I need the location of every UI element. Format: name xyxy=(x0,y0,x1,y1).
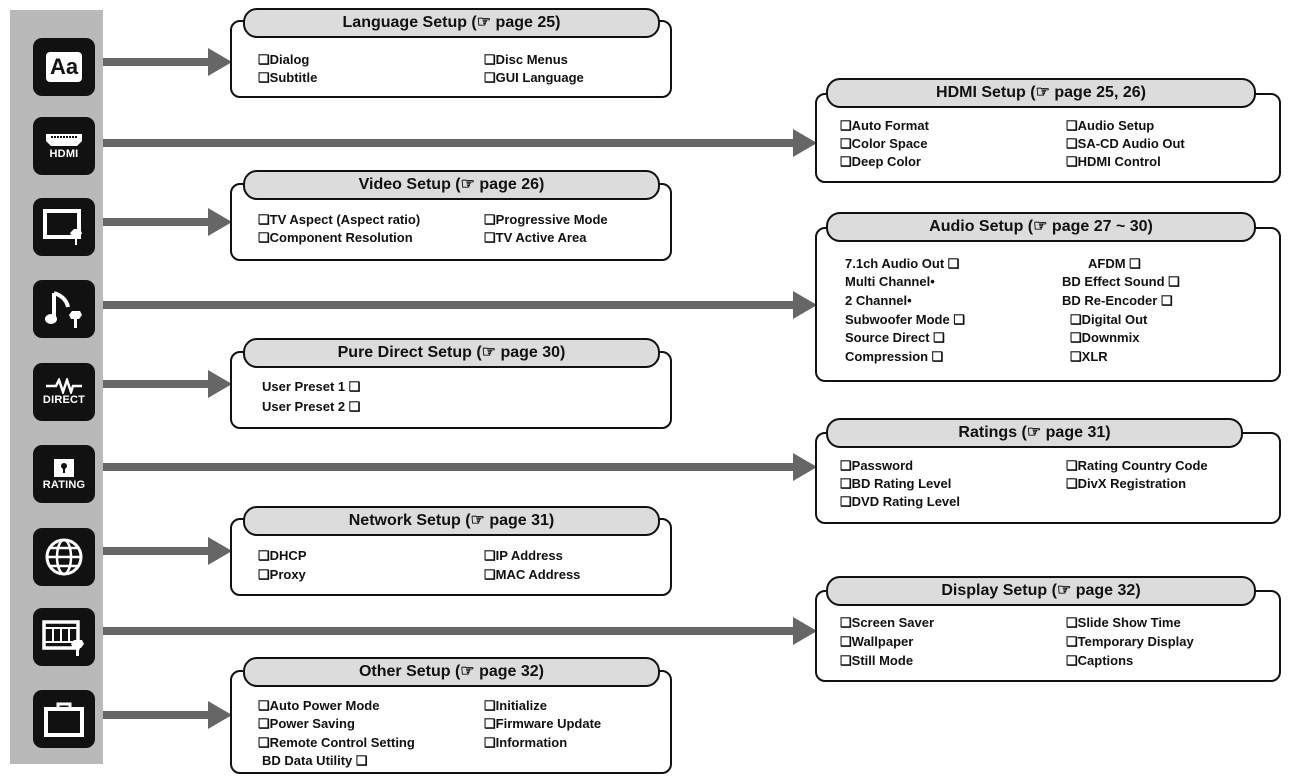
menu-item-divx-registration[interactable]: ❑DivX Registration xyxy=(1066,476,1187,491)
menu-item-bd-rating-level[interactable]: ❑BD Rating Level xyxy=(840,476,952,491)
menu-item-bd-re-encoder[interactable]: BD Re-Encoder ❑ xyxy=(1062,293,1173,308)
menu-item-power-saving[interactable]: ❑Power Saving xyxy=(258,716,355,731)
menu-item-wallpaper[interactable]: ❑Wallpaper xyxy=(840,634,914,649)
menu-item-downmix[interactable]: ❑Downmix xyxy=(1070,330,1140,345)
menu-item-source-direct[interactable]: Source Direct ❑ xyxy=(845,330,945,345)
briefcase-shape xyxy=(44,702,84,737)
network-icon[interactable] xyxy=(33,528,95,586)
menu-item-temporary-display[interactable]: ❑Temporary Display xyxy=(1066,634,1194,649)
menu-item-multi-channel[interactable]: Multi Channel• xyxy=(845,274,935,289)
language-icon[interactable]: Aa xyxy=(33,38,95,96)
menu-item-mac-address[interactable]: ❑MAC Address xyxy=(484,567,581,582)
menu-item-still-mode[interactable]: ❑Still Mode xyxy=(840,653,914,668)
menu-item-dialog[interactable]: ❑Dialog xyxy=(258,52,310,67)
other-icon[interactable] xyxy=(33,690,95,748)
menu-item-auto-power-mode[interactable]: ❑Auto Power Mode xyxy=(258,698,380,713)
lock-shape xyxy=(54,459,74,477)
hdmi-setup-panel xyxy=(815,93,1281,183)
menu-item-afdm[interactable]: AFDM ❑ xyxy=(1088,256,1141,271)
menu-item-dvd-rating-level[interactable]: ❑DVD Rating Level xyxy=(840,494,961,509)
menu-item-2-channel[interactable]: 2 Channel• xyxy=(845,293,912,308)
language-setup-title: Language Setup (☞ page 25) xyxy=(243,8,660,38)
audio-icon[interactable] xyxy=(33,280,95,338)
ratings-title: Ratings (☞ page 31) xyxy=(826,418,1243,448)
menu-item-remote-control-setting[interactable]: ❑Remote Control Setting xyxy=(258,735,415,750)
other-setup-panel xyxy=(230,670,672,774)
setup-category-sidebar: Aa HDMI DIRECT RATING xyxy=(10,10,103,764)
menu-item-progressive-mode[interactable]: ❑Progressive Mode xyxy=(484,212,608,227)
menu-item-password[interactable]: ❑Password xyxy=(840,458,914,473)
menu-item-subtitle[interactable]: ❑Subtitle xyxy=(258,70,318,85)
display-setup-title: Display Setup (☞ page 32) xyxy=(826,576,1256,606)
network-setup-title: Network Setup (☞ page 31) xyxy=(243,506,660,536)
menu-item-digital-out[interactable]: ❑Digital Out xyxy=(1070,312,1148,327)
menu-item-initialize[interactable]: ❑Initialize xyxy=(484,698,547,713)
menu-item-disc-menus[interactable]: ❑Disc Menus xyxy=(484,52,568,67)
menu-item-user-preset-2[interactable]: User Preset 2 ❑ xyxy=(262,399,361,414)
menu-item-subwoofer-mode[interactable]: Subwoofer Mode ❑ xyxy=(845,312,965,327)
film-wrench-shape xyxy=(42,620,84,656)
audio-setup-panel xyxy=(815,227,1281,382)
menu-item-color-space[interactable]: ❑Color Space xyxy=(840,136,928,151)
audio-setup-title: Audio Setup (☞ page 27 ~ 30) xyxy=(826,212,1256,242)
hdmi-icon[interactable]: HDMI xyxy=(33,117,95,175)
pure-direct-icon[interactable]: DIRECT xyxy=(33,363,95,421)
other-setup-title: Other Setup (☞ page 32) xyxy=(243,657,660,687)
monitor-wrench-shape xyxy=(43,209,82,245)
menu-item-information[interactable]: ❑Information xyxy=(484,735,568,750)
menu-item-71ch-audio-out[interactable]: 7.1ch Audio Out ❑ xyxy=(845,256,960,271)
video-setup-title: Video Setup (☞ page 26) xyxy=(243,170,660,200)
menu-item-gui-language[interactable]: ❑GUI Language xyxy=(484,70,584,85)
menu-item-screen-saver[interactable]: ❑Screen Saver xyxy=(840,615,935,630)
waveform-shape xyxy=(46,378,82,394)
menu-item-slide-show-time[interactable]: ❑Slide Show Time xyxy=(1066,615,1181,630)
menu-item-sacd-audio-out[interactable]: ❑SA-CD Audio Out xyxy=(1066,136,1185,151)
menu-item-ip-address[interactable]: ❑IP Address xyxy=(484,548,563,563)
menu-item-user-preset-1[interactable]: User Preset 1 ❑ xyxy=(262,379,361,394)
display-icon[interactable] xyxy=(33,608,95,666)
globe-shape xyxy=(45,538,83,576)
menu-item-xlr[interactable]: ❑XLR xyxy=(1070,349,1108,364)
menu-item-bd-data-utility[interactable]: BD Data Utility ❑ xyxy=(262,753,368,768)
menu-item-firmware-update[interactable]: ❑Firmware Update xyxy=(484,716,602,731)
hdmi-connector-shape xyxy=(46,134,82,146)
pure-direct-setup-title: Pure Direct Setup (☞ page 30) xyxy=(243,338,660,368)
music-note-wrench-shape xyxy=(45,291,82,328)
menu-item-deep-color[interactable]: ❑Deep Color xyxy=(840,154,921,169)
menu-item-audio-setup[interactable]: ❑Audio Setup xyxy=(1066,118,1155,133)
menu-item-proxy[interactable]: ❑Proxy xyxy=(258,567,306,582)
menu-item-bd-effect-sound[interactable]: BD Effect Sound ❑ xyxy=(1062,274,1180,289)
menu-item-dhcp[interactable]: ❑DHCP xyxy=(258,548,307,563)
menu-item-tv-aspect[interactable]: ❑TV Aspect (Aspect ratio) xyxy=(258,212,421,227)
menu-item-auto-format[interactable]: ❑Auto Format xyxy=(840,118,929,133)
menu-item-tv-active-area[interactable]: ❑TV Active Area xyxy=(484,230,587,245)
menu-item-rating-country-code[interactable]: ❑Rating Country Code xyxy=(1066,458,1208,473)
menu-item-component-resolution[interactable]: ❑Component Resolution xyxy=(258,230,413,245)
video-icon[interactable] xyxy=(33,198,95,256)
menu-item-compression[interactable]: Compression ❑ xyxy=(845,349,944,364)
menu-item-captions[interactable]: ❑Captions xyxy=(1066,653,1134,668)
rating-icon[interactable]: RATING xyxy=(33,445,95,503)
menu-item-hdmi-control[interactable]: ❑HDMI Control xyxy=(1066,154,1161,169)
hdmi-setup-title: HDMI Setup (☞ page 25, 26) xyxy=(826,78,1256,108)
